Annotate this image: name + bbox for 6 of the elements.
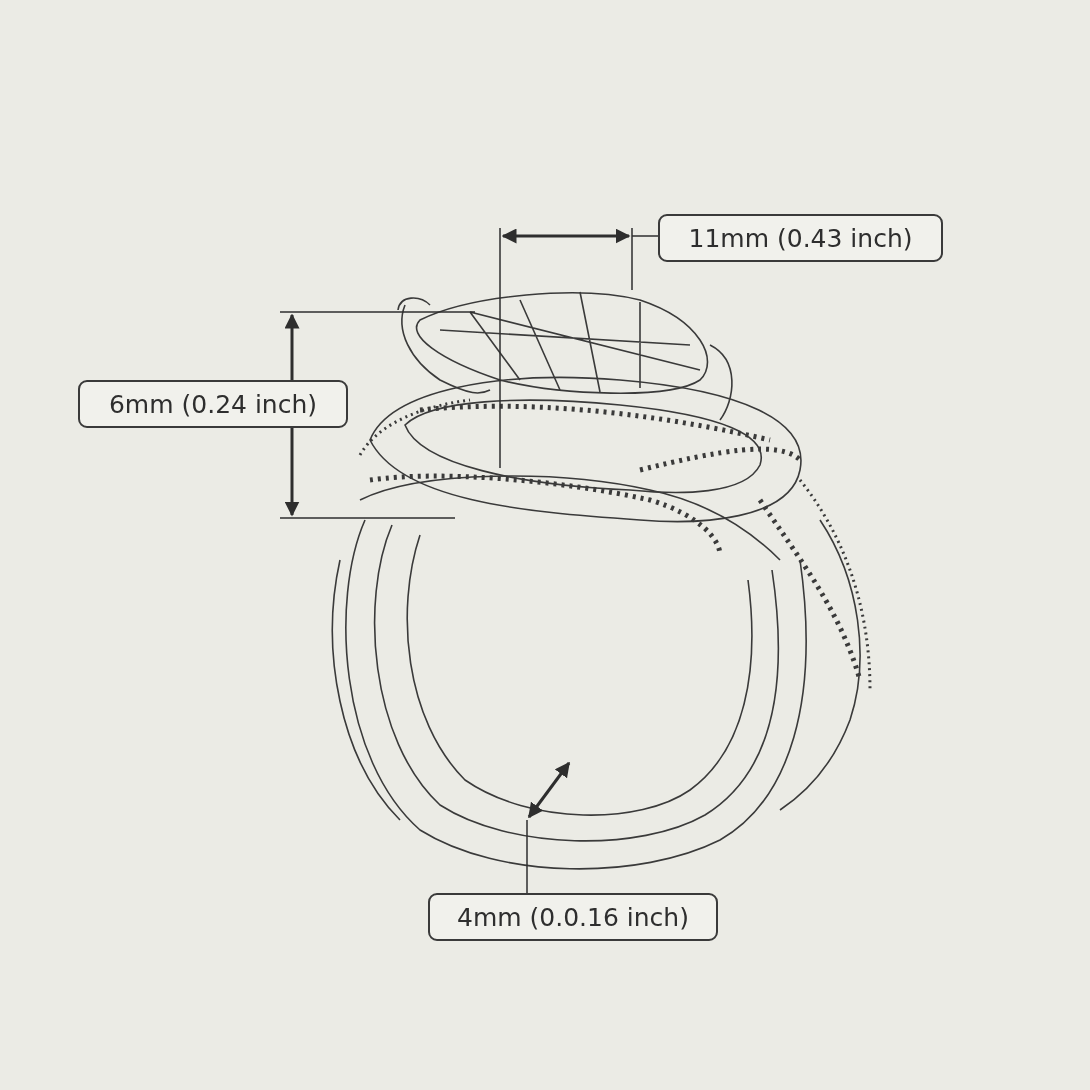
dimension-label-box	[78, 380, 348, 428]
dimension-text: 11mm (0.43 inch)	[688, 223, 913, 253]
dimension-text: 6mm (0.24 inch)	[108, 389, 318, 419]
dimension-label-box	[428, 893, 718, 941]
dimension-label-box	[658, 214, 943, 262]
dimension-text: 4mm (0.0.16 inch)	[457, 902, 689, 932]
